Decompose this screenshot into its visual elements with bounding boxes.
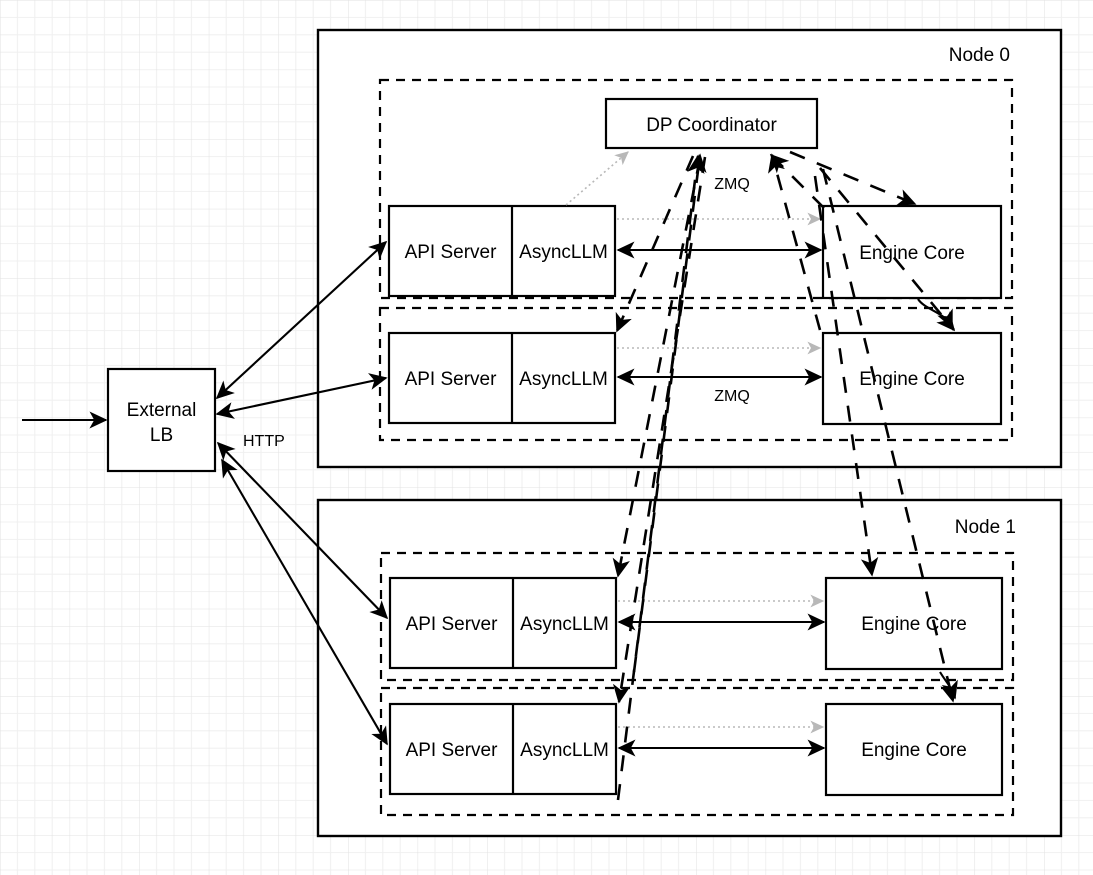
asyncllm-to-coordinator-dotted-arrow — [565, 151, 629, 206]
external-lb-label-line1: External — [127, 400, 197, 421]
lb-to-node0-group1-apiserver-arrow — [215, 373, 388, 419]
node1-group1-enginecore-to-coordinator-dashed-arrow — [616, 154, 705, 801]
node-1-group-0-engine-core-box[interactable] — [824, 576, 1004, 671]
coordinator-to-node1-group1-enginecore-dashed-arrow — [821, 168, 958, 703]
node-1-group-0-engine-core-label: Engine Core — [861, 614, 967, 635]
node-0-group-1-engine-core-label: Engine Core — [859, 369, 965, 390]
node-0-group-1-engine-core-box[interactable] — [821, 331, 1003, 426]
node-0-group-1-asyncllm-label: AsyncLLM — [519, 369, 608, 390]
node-0-group-0-asyncllm-label: AsyncLLM — [519, 242, 608, 263]
coordinator-to-node0-group1-enginecore-dashed-arrow — [818, 167, 956, 332]
external-lb-label-line2: LB — [150, 425, 173, 446]
node-0-group-1-apiserver-asyncllm-box[interactable] — [387, 331, 617, 425]
node0-enginecore-chain-arrow — [917, 298, 953, 329]
node1-enginecore-chain-arrow — [939, 671, 958, 700]
external-lb-box[interactable] — [106, 367, 217, 473]
node-1-group-1-apiserver-asyncllm-box[interactable] — [388, 702, 618, 796]
node-1-group-1-engine-core-box[interactable] — [824, 702, 1004, 797]
node-0-group-1-api-server-label: API Server — [405, 369, 498, 390]
node0-group1-enginecore-to-coordinator-dashed-arrow — [768, 153, 822, 331]
dp-coordinator-box[interactable] — [604, 97, 819, 150]
node-1-group-1[interactable] — [379, 686, 1015, 817]
coordinator-to-node0-group0-enginecore-dashed-arrow — [789, 150, 917, 206]
node-1-group-0[interactable] — [379, 551, 1015, 682]
coordinator-to-node1-group1-asyncllm-dashed-arrow — [612, 156, 707, 704]
zmq-label-top: ZMQ — [714, 176, 750, 193]
node-1-group-1-engine-core-label: Engine Core — [861, 740, 967, 761]
node-0-group-0[interactable] — [378, 78, 1014, 300]
node-0-group-0-engine-core-box[interactable] — [821, 204, 1003, 300]
lb-to-node0-group0-apiserver-arrow — [215, 240, 388, 400]
node-1-group-1-asyncllm-label: AsyncLLM — [520, 740, 609, 761]
node-0-group-0-apiserver-asyncllm-box[interactable] — [387, 204, 617, 298]
http-label: HTTP — [243, 433, 285, 450]
coordinator-to-node0-group1-asyncllm-dashed-arrow — [615, 155, 695, 333]
node-1-group-1-api-server-label: API Server — [406, 740, 499, 761]
node-0-label: Node 0 — [949, 45, 1010, 66]
zmq-label-bottom: ZMQ — [714, 388, 750, 405]
node-1-group-0-api-server-label: API Server — [406, 614, 499, 635]
node-0-group-0-api-server-label: API Server — [405, 242, 498, 263]
node-0-group-0-engine-core-label: Engine Core — [859, 243, 965, 264]
coordinator-to-node1-group0-asyncllm-dashed-arrow — [612, 157, 702, 578]
node-1-group-0-asyncllm-label: AsyncLLM — [520, 614, 609, 635]
dp-coordinator-label: DP Coordinator — [646, 115, 777, 136]
node-1-group-0-apiserver-asyncllm-box[interactable] — [388, 576, 618, 670]
coordinator-to-node1-group0-enginecore-dashed-arrow — [813, 175, 879, 577]
lb-to-node1-group1-apiserver-arrow — [221, 458, 388, 746]
node-1-label: Node 1 — [955, 517, 1016, 538]
